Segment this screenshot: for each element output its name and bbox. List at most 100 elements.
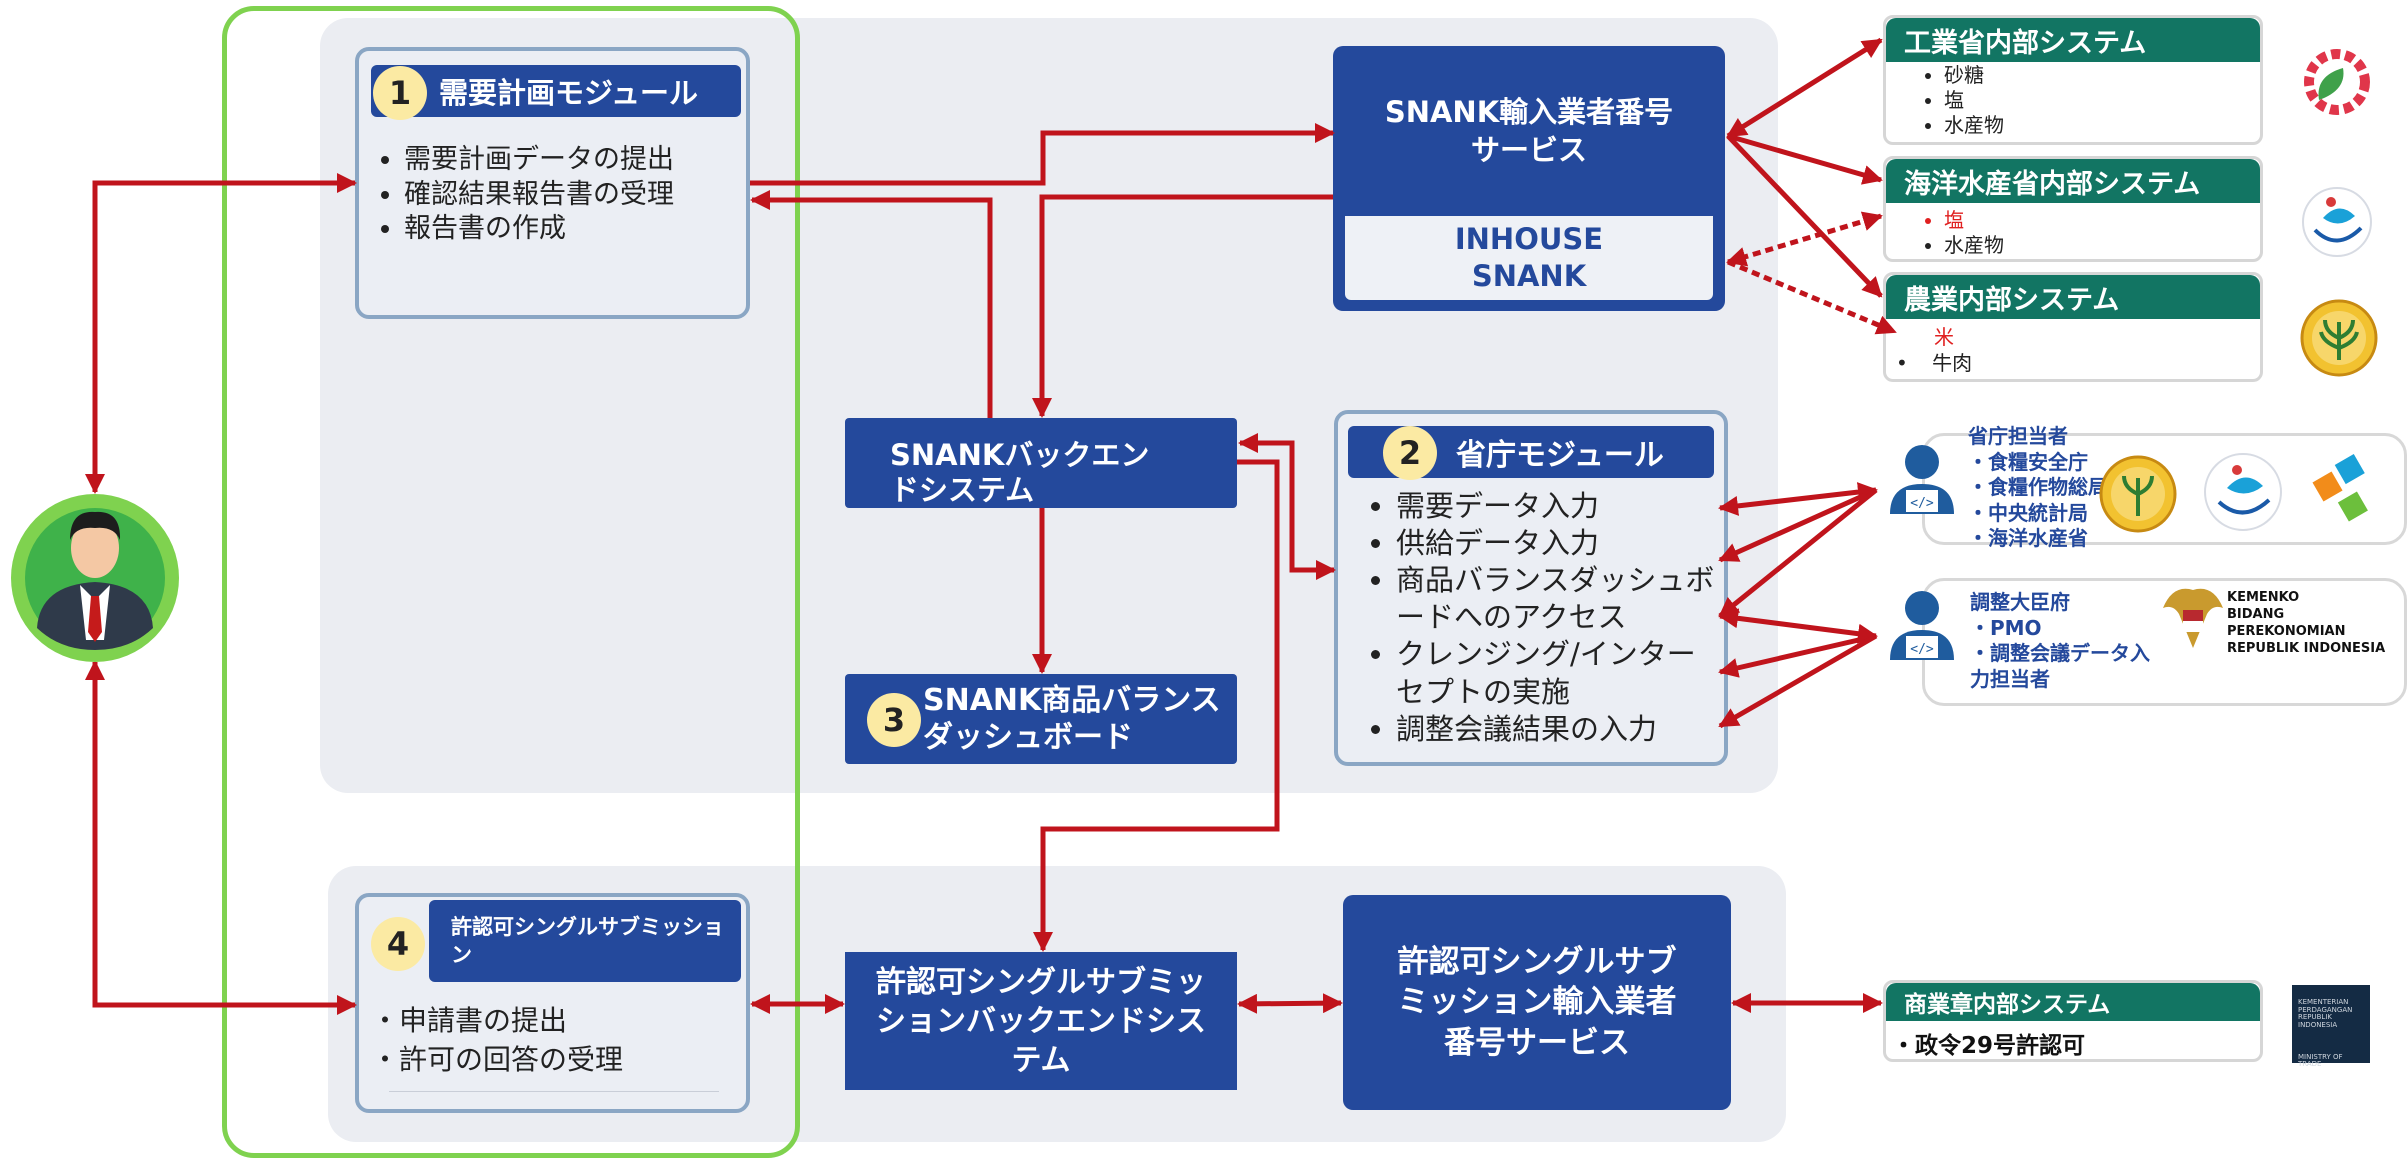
marine-system-title: 海洋水産省内部システム — [1904, 168, 2201, 200]
industry-system-list: 砂糖 塩 水産物 — [1884, 63, 2004, 138]
single-import-title: 許認可シングルサブミッション輸入業者番号サービス — [1397, 944, 1677, 1061]
module3-title: SNANK商品バランスダッシュボード — [923, 683, 1221, 755]
industry-system-header: 工業省内部システム — [1886, 18, 2260, 62]
arrow-backend-module1 — [750, 190, 993, 418]
list-item: 調整会議結果の入力 — [1396, 711, 1720, 748]
garuda-icon — [2163, 588, 2223, 648]
list-item: 需要計画データの提出 — [404, 143, 744, 178]
marine-system-list: 塩 水産物 — [1884, 208, 2004, 258]
marine-system: 海洋水産省内部システム 塩 水産物 — [1883, 156, 2263, 262]
list-item: 砂糖 — [1944, 63, 2004, 88]
commodity-dashboard-module: 3 SNANK商品バランスダッシュボード — [845, 674, 1237, 764]
arrow-inhouse-marine — [1726, 211, 1883, 267]
svg-text:</>: </> — [1910, 496, 1934, 511]
snank-import-title: SNANK輸入業者番号サービス — [1384, 95, 1674, 167]
list-item: 需要データ入力 — [1396, 488, 1720, 525]
arrow-module2-coord-3 — [1718, 633, 1878, 729]
user-scope-frame — [222, 6, 800, 1158]
ministry-users-text: 省庁担当者 ・食糧安全庁 ・食糧作物総局 ・中央統計局 ・海洋水産省 — [1968, 424, 2108, 552]
ministry-user-item: ・食糧作物総局 — [1968, 475, 2108, 500]
kemenko-logo-text: KEMENKO BIDANG PEREKONOMIAN REPUBLIK IND… — [2227, 590, 2407, 658]
module4-item: ・許可の回答の受理 — [371, 1043, 624, 1076]
arrow-module2-coord-2 — [1718, 633, 1877, 678]
arrow-import-backend — [1032, 194, 1333, 418]
arrow-backend-single — [1033, 459, 1280, 952]
user-avatar-icon — [11, 494, 179, 662]
agri-system-title: 農業内部システム — [1904, 284, 2120, 316]
module2-badge: 2 — [1383, 426, 1437, 480]
list-item: 供給データ入力 — [1396, 525, 1720, 562]
list-item: 水産物 — [1944, 113, 2004, 138]
module1-list: 需要計画データの提出 確認結果報告書の受理 報告書の作成 — [364, 143, 744, 247]
ministry-user-item: ・中央統計局 — [1968, 500, 2088, 525]
ministry-user-item: ・海洋水産省 — [1968, 526, 2088, 551]
single-backend-title: 許認可シングルサブミッションバックエンドシステム — [876, 964, 1206, 1078]
module4-title: 許認可シングルサブミッション — [451, 914, 724, 967]
developer-icon: </> — [1890, 445, 1954, 514]
list-item: • 牛肉 — [1896, 351, 1973, 375]
ministry-module: 省庁モジュール 2 需要データ入力 供給データ入力 商品バランスダッシュボードへ… — [1334, 410, 1728, 766]
module4-badge: 4 — [371, 917, 425, 971]
coord-user-item: 力担当者 — [1970, 666, 2050, 691]
trade-logo-line: MINISTRY OF TRADE — [2298, 1052, 2343, 1069]
arrow-user-module4 — [85, 660, 357, 1015]
module2-list: 需要データ入力 供給データ入力 商品バランスダッシュボードへのアクセス クレンジ… — [1330, 488, 1720, 748]
kemenko-line: REPUBLIK INDONESIA — [2227, 640, 2386, 656]
ministry-users-title: 省庁担当者 — [1968, 424, 2068, 448]
agri-emblem-icon — [2099, 455, 2177, 533]
trade-logo-line: REPUBLIK INDONESIA — [2298, 1013, 2338, 1030]
industry-system: 工業省内部システム 砂糖 塩 水産物 — [1883, 15, 2263, 145]
coord-user-item: ・調整会議データ入 — [1970, 641, 2150, 666]
arrow-module2-coord-1 — [1718, 608, 1878, 644]
list-item: 確認結果報告書の受理 — [404, 178, 744, 213]
module1-header: 需要計画モジュール — [371, 65, 741, 117]
module4-divider — [389, 1091, 719, 1092]
arrow-module2-ministry-1 — [1718, 482, 1878, 516]
module2-title: 省庁モジュール — [1456, 438, 1664, 473]
trade-system-header: 商業章内部システム — [1886, 983, 2260, 1021]
agri-system: 農業内部システム 米 • 牛肉 — [1883, 272, 2263, 382]
list-item: 商品バランスダッシュボードへのアクセス — [1396, 562, 1720, 636]
kemenko-line: KEMENKO — [2227, 590, 2300, 605]
list-item: 塩 — [1944, 208, 2004, 233]
list-item: 報告書の作成 — [404, 212, 744, 247]
list-item-text: 牛肉 — [1932, 351, 1973, 375]
bps-logo-icon — [2312, 454, 2368, 522]
arrow-module2-ministry-3 — [1718, 488, 1878, 618]
inhouse-snank-box: INHOUSE SNANK — [1345, 216, 1713, 300]
arrow-module2-ministry-2 — [1718, 487, 1878, 563]
industry-system-title: 工業省内部システム — [1904, 27, 2147, 59]
fish-hand-icon — [2204, 453, 2282, 531]
trade-logo-line: PERDAGANGAN — [2298, 1005, 2353, 1014]
arrow-import-industry — [1726, 37, 1883, 139]
agri-emblem-icon — [2300, 299, 2378, 377]
trade-system-title: 商業章内部システム — [1904, 992, 2111, 1018]
trade-system-item: ・政令29号許認可 — [1892, 1033, 2086, 1059]
list-item: 米 — [1934, 325, 1954, 349]
marine-system-header: 海洋水産省内部システム — [1886, 159, 2260, 203]
trade-logo-line: KEMENTERIAN — [2298, 998, 2349, 1006]
single-submission-backend: 許認可シングルサブミッションバックエンドシステム — [845, 952, 1237, 1090]
developer-icon: </> — [1890, 591, 1954, 660]
coord-users-text: 調整大臣府 ・PMO ・調整会議データ入 力担当者 — [1970, 590, 2150, 692]
gear-leaf-icon — [2304, 49, 2370, 115]
list-item: 水産物 — [1944, 233, 2004, 258]
coord-users-title: 調整大臣府 — [1970, 590, 2070, 614]
module4-header: 許認可シングルサブミッション — [429, 900, 741, 982]
demand-planning-module: 需要計画モジュール 1 需要計画データの提出 確認結果報告書の受理 報告書の作成 — [355, 47, 750, 319]
kemenko-line: BIDANG PEREKONOMIAN — [2227, 606, 2346, 639]
trade-ministry-logo: KEMENTERIAN PERDAGANGAN REPUBLIK INDONES… — [2292, 985, 2370, 1068]
single-submission-module: 許認可シングルサブミッション 4 ・申請書の提出 ・許可の回答の受理 — [355, 893, 750, 1113]
single-submission-import-service: 許認可シングルサブミッション輸入業者番号サービス — [1343, 895, 1731, 1110]
module1-title: 需要計画モジュール — [439, 76, 698, 110]
module3-badge: 3 — [867, 693, 921, 747]
inhouse-snank-label: INHOUSE SNANK — [1454, 221, 1604, 293]
arrow-user-module1 — [85, 173, 357, 494]
arrow-single-import — [1237, 993, 1343, 1014]
snank-import-service: SNANK輸入業者番号サービス INHOUSE SNANK — [1333, 46, 1725, 311]
arrow-backend-module2 — [1238, 433, 1336, 580]
snank-backend-title: SNANKバックエンドシステム — [890, 438, 1150, 507]
arrow-inhouse-agri — [1727, 259, 1897, 335]
module4-item: ・申請書の提出 — [371, 1004, 568, 1037]
